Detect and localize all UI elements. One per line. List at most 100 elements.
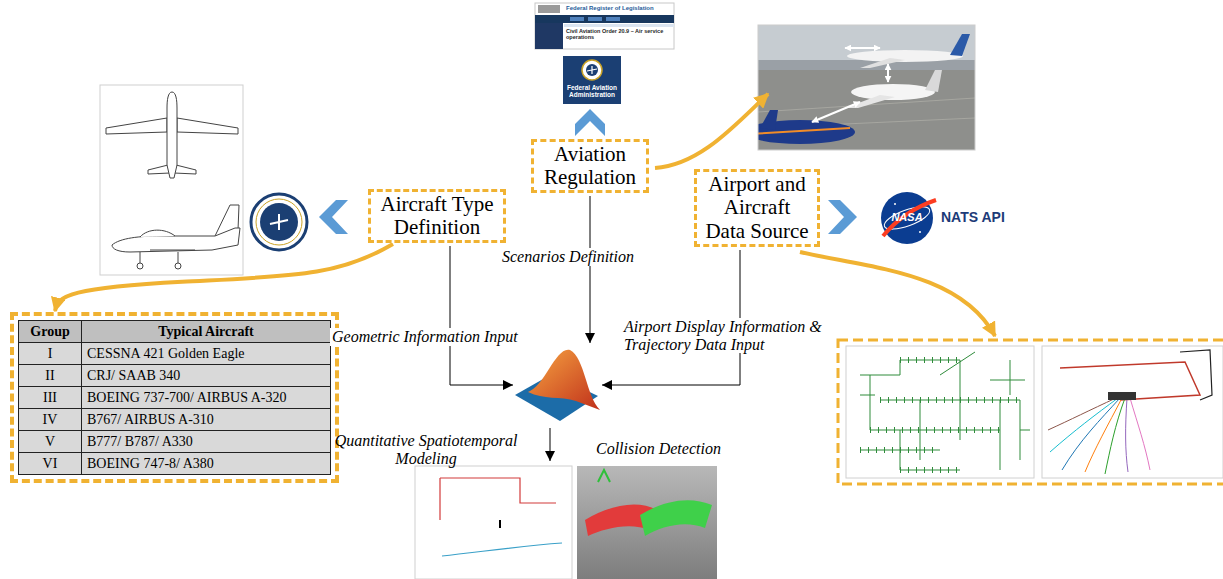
airport-photo: [745, 25, 975, 150]
legislation-screenshot: [570, 17, 584, 21]
flow-label: Collision Detection: [596, 440, 721, 458]
airport-photo: [758, 25, 975, 150]
faa-logo-left: [251, 194, 307, 250]
table-cell: III: [19, 387, 81, 408]
flow-label: Airport Display Information & Trajectory…: [622, 318, 831, 353]
legislation-screenshot: [535, 3, 674, 49]
output-3d-view: [577, 466, 717, 579]
airport-photo: [950, 34, 970, 56]
output-plot-2d: [415, 466, 572, 579]
table-cell: BOEING 737-700/ AIRBUS A-320: [82, 387, 330, 408]
table-cell: IV: [19, 409, 81, 430]
legislation-screenshot: [588, 17, 602, 21]
data-source-images: [1130, 398, 1150, 470]
process-box: Airport and Aircraft Data Source: [694, 169, 820, 246]
airport-photo: [758, 25, 975, 150]
table-cell: II: [19, 365, 81, 386]
airport-photo: [860, 58, 905, 68]
legislation-screenshot: [538, 5, 560, 13]
table-cell: BOEING 747-8/ A380: [82, 453, 330, 474]
airport-photo: [851, 84, 935, 100]
aircraft-line-drawing: [140, 230, 175, 237]
faa-logo-left: [260, 203, 298, 241]
table-cell: CESSNA 421 Golden Eagle: [82, 343, 330, 364]
aircraft-line-drawing: [167, 92, 177, 178]
flow-label: Quantitative Spatiotemporal Modeling: [330, 432, 522, 467]
data-source-images: [838, 340, 1223, 484]
faa-logo-left: [256, 199, 302, 245]
data-source-images: [860, 352, 1030, 470]
faa-logo-top: [586, 64, 598, 76]
airport-photo: [845, 47, 880, 49]
legislation-screenshot: [564, 24, 674, 27]
aircraft-line-drawing: [100, 85, 243, 275]
aircraft-line-drawing: [100, 85, 243, 275]
blue-chevron: [319, 200, 348, 234]
blue-chevron: [828, 200, 857, 234]
page-heading: Civil Aviation Order 20.9 – Air service …: [566, 28, 672, 40]
table-cell: VI: [19, 453, 81, 474]
data-source-images: [1105, 398, 1125, 474]
legislation-screenshot: [535, 3, 674, 49]
airport-photo: [812, 102, 860, 122]
table-cell: CRJ/ SAAB 340: [82, 365, 330, 386]
data-source-images: [860, 360, 1020, 470]
table-header: Typical Aircraft: [82, 321, 330, 342]
output-plot-2d: [442, 543, 562, 556]
airport-photo: [925, 70, 942, 92]
flow-label: Geometric Information Input: [330, 328, 520, 346]
aircraft-line-drawing: [106, 118, 167, 134]
data-source-images: [1042, 346, 1223, 478]
legislation-screenshot: [606, 17, 620, 21]
aircraft-line-drawing: [106, 92, 240, 269]
table-cell: B767/ AIRBUS A-310: [82, 409, 330, 430]
table-cell: V: [19, 431, 81, 452]
data-source-images: [1048, 398, 1116, 430]
data-source-images: [1108, 392, 1136, 400]
data-source-images: [1126, 398, 1128, 472]
airport-photo: [847, 50, 963, 62]
connector-line: [550, 428, 551, 461]
box-label: Aircraft Type Definition: [377, 193, 497, 239]
site-title: Federal Register of Legislation: [566, 5, 654, 12]
box-label: Aviation Regulation: [540, 143, 640, 189]
aircraft-line-drawing: [150, 250, 195, 251]
faa-logo-top: [582, 60, 602, 80]
nasa-logo: [881, 192, 933, 244]
output-plot-2d: [499, 520, 501, 528]
logo-text: NASA: [881, 211, 933, 223]
process-box: Aviation Regulation: [531, 139, 649, 193]
faa-logo-top: [587, 66, 597, 74]
group-table-box: GroupTypical AircraftICESSNA 421 Golden …: [10, 312, 339, 483]
aircraft-line-drawing: [148, 165, 170, 174]
output-plot-2d: [415, 466, 572, 579]
nasa-logo: [881, 192, 936, 244]
legislation-screenshot: [535, 15, 674, 23]
faa-logo-top: [563, 56, 621, 104]
aircraft-line-drawing: [112, 228, 240, 252]
aircraft-line-drawing: [140, 252, 178, 263]
connector-line: [450, 246, 513, 385]
connector-line: [590, 196, 591, 343]
blue-chevron: [575, 109, 605, 136]
highlight-arrow: [655, 94, 768, 168]
matlab-logo: [515, 350, 600, 421]
api-label: NATS API: [941, 210, 1005, 225]
data-source-images: [1180, 350, 1212, 400]
data-source-images: [846, 346, 1034, 478]
output-3d-view: [640, 500, 712, 536]
logo-text: Federal Aviation Administration: [563, 84, 621, 98]
faa-logo-top: [563, 56, 621, 104]
output-plot-2d: [440, 478, 556, 520]
aircraft-line-drawing: [174, 165, 196, 174]
data-source-images: [1060, 362, 1200, 400]
airport-photo: [760, 110, 778, 130]
faa-logo-left: [251, 194, 307, 250]
box-label: Airport and Aircraft Data Source: [703, 173, 811, 242]
aircraft-line-drawing: [177, 118, 238, 134]
data-source-images: [838, 340, 1223, 484]
output-3d-view: [577, 466, 717, 579]
process-box: Aircraft Type Definition: [368, 189, 506, 243]
data-source-images: [1048, 398, 1150, 474]
